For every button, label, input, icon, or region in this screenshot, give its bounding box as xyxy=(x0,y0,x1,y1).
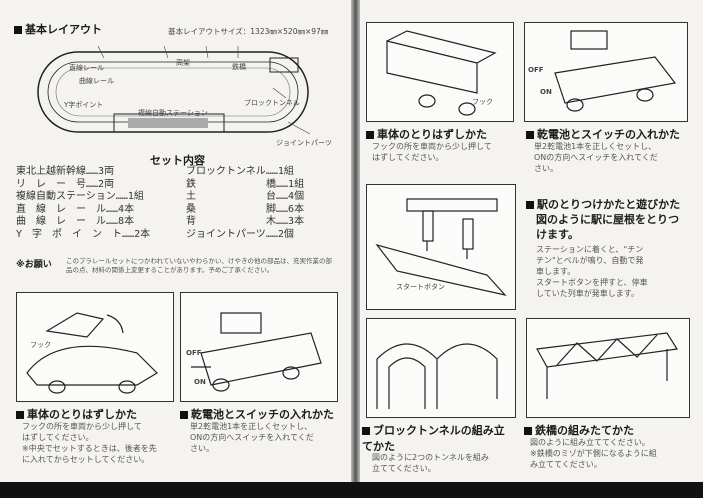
step-title: 乾電池とスイッチの入れかた xyxy=(180,406,334,422)
request-label: ※お願い xyxy=(16,260,52,270)
set-contents-title: セット内容 xyxy=(150,154,205,167)
request-text: このプラレールセットにつかわれていないやわらかい、けやきの他の部品は、充実作業の… xyxy=(66,257,332,274)
set-item: ブロックトンネル……1組 xyxy=(186,166,294,177)
figure-battery-right xyxy=(524,22,688,122)
label-hook-right: フック xyxy=(472,98,493,106)
step-text: 単2乾電池1本を正しくセットし、ONの方向へスイッチを入れてください。 xyxy=(190,422,314,453)
label-off-right: OFF xyxy=(528,66,544,74)
set-item: 桑 脚……6本 xyxy=(186,203,305,215)
bottom-edge xyxy=(0,482,703,498)
label-on-right: ON xyxy=(540,88,552,96)
set-item: Y 字 ポ イ ン ト……2本 xyxy=(16,228,151,240)
figure-station xyxy=(366,184,516,310)
step-text: 図のように2つのトンネルを組み立ててください。 xyxy=(372,453,489,473)
label-curved-rail: 曲線レール xyxy=(79,77,114,85)
step-title: 駅のとりつけかたと遊びかた xyxy=(526,196,680,212)
step-title: ブロックトンネルの組み立てかた xyxy=(362,424,505,453)
step-text: 図のように組み立ててください。※鉄橋のミゾが下側になるように組み立ててください。 xyxy=(530,438,657,469)
label-elevated: 高架 xyxy=(176,59,190,67)
set-item: 直 線 レ ー ル……4本 xyxy=(16,203,135,215)
figure-bridge xyxy=(526,318,690,418)
label-on-left: ON xyxy=(194,378,206,386)
set-item: 背 木……3本 xyxy=(186,216,305,228)
figure-body-removal xyxy=(16,292,174,402)
layout-size: 基本レイアウトサイズ：1323㎜×520㎜×97㎜ xyxy=(168,27,329,36)
label-hook-left: フック xyxy=(30,341,51,349)
set-item: 複線自動ステーション……1組 xyxy=(16,191,144,203)
step-title: 車体のとりはずしかた xyxy=(16,406,137,422)
step-text: 単2乾電池1本を正しくセットし、ONの方向へスイッチを入れてください。 xyxy=(534,142,658,173)
page-fold xyxy=(351,0,360,498)
label-straight-rail: 直線レール xyxy=(69,64,104,72)
label-block-tunnel: ブロックトンネル xyxy=(244,99,300,107)
step-text: フックの所を車両から少し押してはずしてください。 xyxy=(372,142,492,162)
label-off-left: OFF xyxy=(186,349,202,357)
step-title: 鉄橋の組みたてかた xyxy=(524,422,634,438)
layout-title: 基本レイアウト xyxy=(14,21,102,37)
figure-tunnel xyxy=(366,318,516,418)
set-item: 鉄 橋……1組 xyxy=(186,178,305,190)
figure-battery-left xyxy=(180,292,338,402)
step-text: 図のように駅に屋根をとりつけます。 xyxy=(536,213,680,241)
layout-diagram xyxy=(37,45,311,135)
label-start-button: スタートボタン xyxy=(396,283,445,291)
set-item: 曲 線 レ ー ル……8本 xyxy=(16,216,135,228)
label-rail-bridge: 鉄橋 xyxy=(232,63,246,71)
set-item: 土 台……4個 xyxy=(186,191,305,203)
step-subtext: ステーションに着くと、"チンチン"とベルが鳴り、自動で発車します。スタートボタン… xyxy=(536,245,648,298)
figure-body-removal-right xyxy=(366,22,514,122)
set-item: リ レ ー 号……2両 xyxy=(16,178,115,190)
step-title: 車体のとりはずしかた xyxy=(366,126,487,142)
set-contents-list: 東北上越新幹線……3両 リ レ ー 号……2両 複線自動ステーション……1組 直… xyxy=(16,166,336,250)
set-item: ジョイントパーツ……2個 xyxy=(186,228,294,240)
label-y-point: Y字ポイント xyxy=(64,101,104,109)
step-title: 乾電池とスイッチの入れかた xyxy=(526,126,680,142)
label-auto-station: 複線自動ステーション xyxy=(138,109,208,117)
label-joint-parts: ジョイントパーツ xyxy=(276,139,332,147)
step-text: フックの所を車両から少し押してはずしてください。※中央でセットするときは、後者を… xyxy=(22,422,157,464)
set-item: 東北上越新幹線……3両 xyxy=(16,166,115,177)
